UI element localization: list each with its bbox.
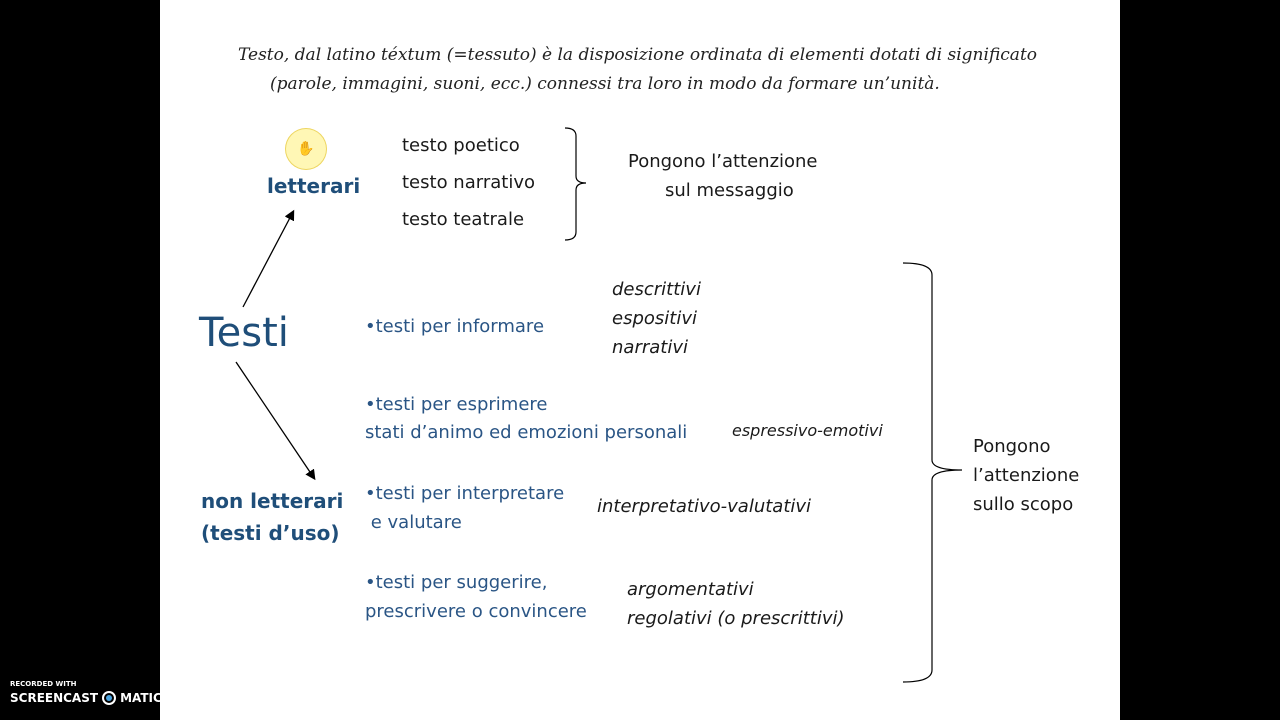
hand-cursor-icon: ✋ (297, 141, 315, 157)
letterari-note-2: sul messaggio (665, 180, 794, 201)
watermark-small: RECORDED WITH (10, 680, 77, 688)
non-letterari-sublabel: (testi d’uso) (201, 521, 340, 545)
type: interpretativo-valutativi (597, 496, 812, 517)
type: espressivo-emotivi (732, 421, 883, 440)
slide (160, 0, 1120, 720)
record-icon (102, 691, 117, 705)
cursor-highlight: ✋ (285, 128, 327, 170)
watermark-right: MATIC (120, 691, 162, 705)
group-suggerire-2: prescrivere o convincere (365, 601, 587, 622)
type: narrativi (612, 337, 688, 358)
letterari-item: testo poetico (402, 135, 520, 156)
scope-note-3: sullo scopo (973, 494, 1074, 515)
letterari-item: testo teatrale (402, 209, 525, 230)
arrow-to-letterari (242, 209, 295, 308)
definition-line-2: (parole, immagini, suoni, ecc.) connessi… (270, 74, 940, 94)
type: regolativi (o prescrittivi) (627, 608, 845, 629)
group-informare: •testi per informare (365, 316, 545, 337)
letterari-label: letterari (267, 174, 361, 198)
brace-scopo (902, 262, 963, 683)
scope-note-1: Pongono (973, 436, 1051, 457)
letterari-note-1: Pongono l’attenzione (628, 151, 818, 172)
type: argomentativi (627, 579, 754, 600)
brace-letterari (564, 127, 587, 241)
watermark-left: SCREENCAST (10, 691, 99, 705)
definition-line-1: Testo, dal latino téxtum (=tessuto) è la… (238, 45, 1038, 65)
group-suggerire: •testi per suggerire, (365, 572, 548, 593)
letterari-item: testo narrativo (402, 172, 535, 193)
group-esprimere-2: stati d’animo ed emozioni personali (365, 422, 688, 443)
group-interpretare: •testi per interpretare (365, 483, 565, 504)
non-letterari-label: non letterari (201, 489, 344, 513)
group-interpretare-2: e valutare (365, 512, 462, 533)
screencast-matic-watermark: RECORDED WITH SCREENCAST MATIC (10, 680, 162, 705)
group-esprimere: •testi per esprimere (365, 394, 548, 415)
root-title: Testi (199, 310, 289, 356)
arrow-to-non-letterari (235, 361, 316, 481)
type: descrittivi (612, 279, 701, 300)
type: espositivi (612, 308, 697, 329)
scope-note-2: l’attenzione (973, 465, 1080, 486)
